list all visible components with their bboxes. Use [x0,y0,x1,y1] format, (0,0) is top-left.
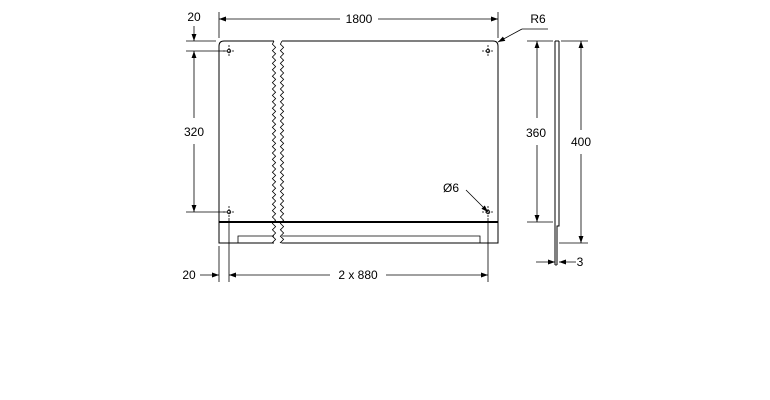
label-total-height: 400 [571,135,591,149]
flange-notch-left [237,235,274,243]
label-overall-width: 1800 [346,12,373,26]
dimension-inner-height: 360 [526,40,553,223]
label-bottom-margin: 20 [182,268,196,282]
hole-top-right [482,45,494,57]
break-line-right [279,40,285,244]
label-corner-radius: R6 [530,12,546,26]
dimension-total-height: 400 [559,40,591,244]
dimension-bottom-margin: 20 [182,218,230,282]
panel-front-view [218,40,499,244]
label-thickness: 3 [577,255,584,269]
label-inner-height: 360 [526,126,546,140]
label-hole-diameter: Ø6 [443,181,459,195]
dimension-thickness: 3 [536,255,584,269]
break-line-left [271,40,277,244]
label-hole-spacing: 320 [184,125,204,139]
label-top-margin: 20 [187,10,201,24]
dimension-hole-spacing: 320 [184,50,226,213]
side-profile [554,41,560,265]
dimension-hole-diameter: Ø6 [443,181,489,213]
panel-side-view [554,40,560,266]
panel-left-outline [218,40,274,244]
dimension-top-margin: 20 [186,10,216,42]
label-module-width: 2 x 880 [338,268,378,282]
dimension-module-width: 2 x 880 [229,218,489,282]
panel-right-outline [282,40,499,244]
dimension-overall-width: 1800 [218,12,499,38]
dimension-corner-radius: R6 [497,12,548,43]
flange-notch-right [282,235,481,243]
